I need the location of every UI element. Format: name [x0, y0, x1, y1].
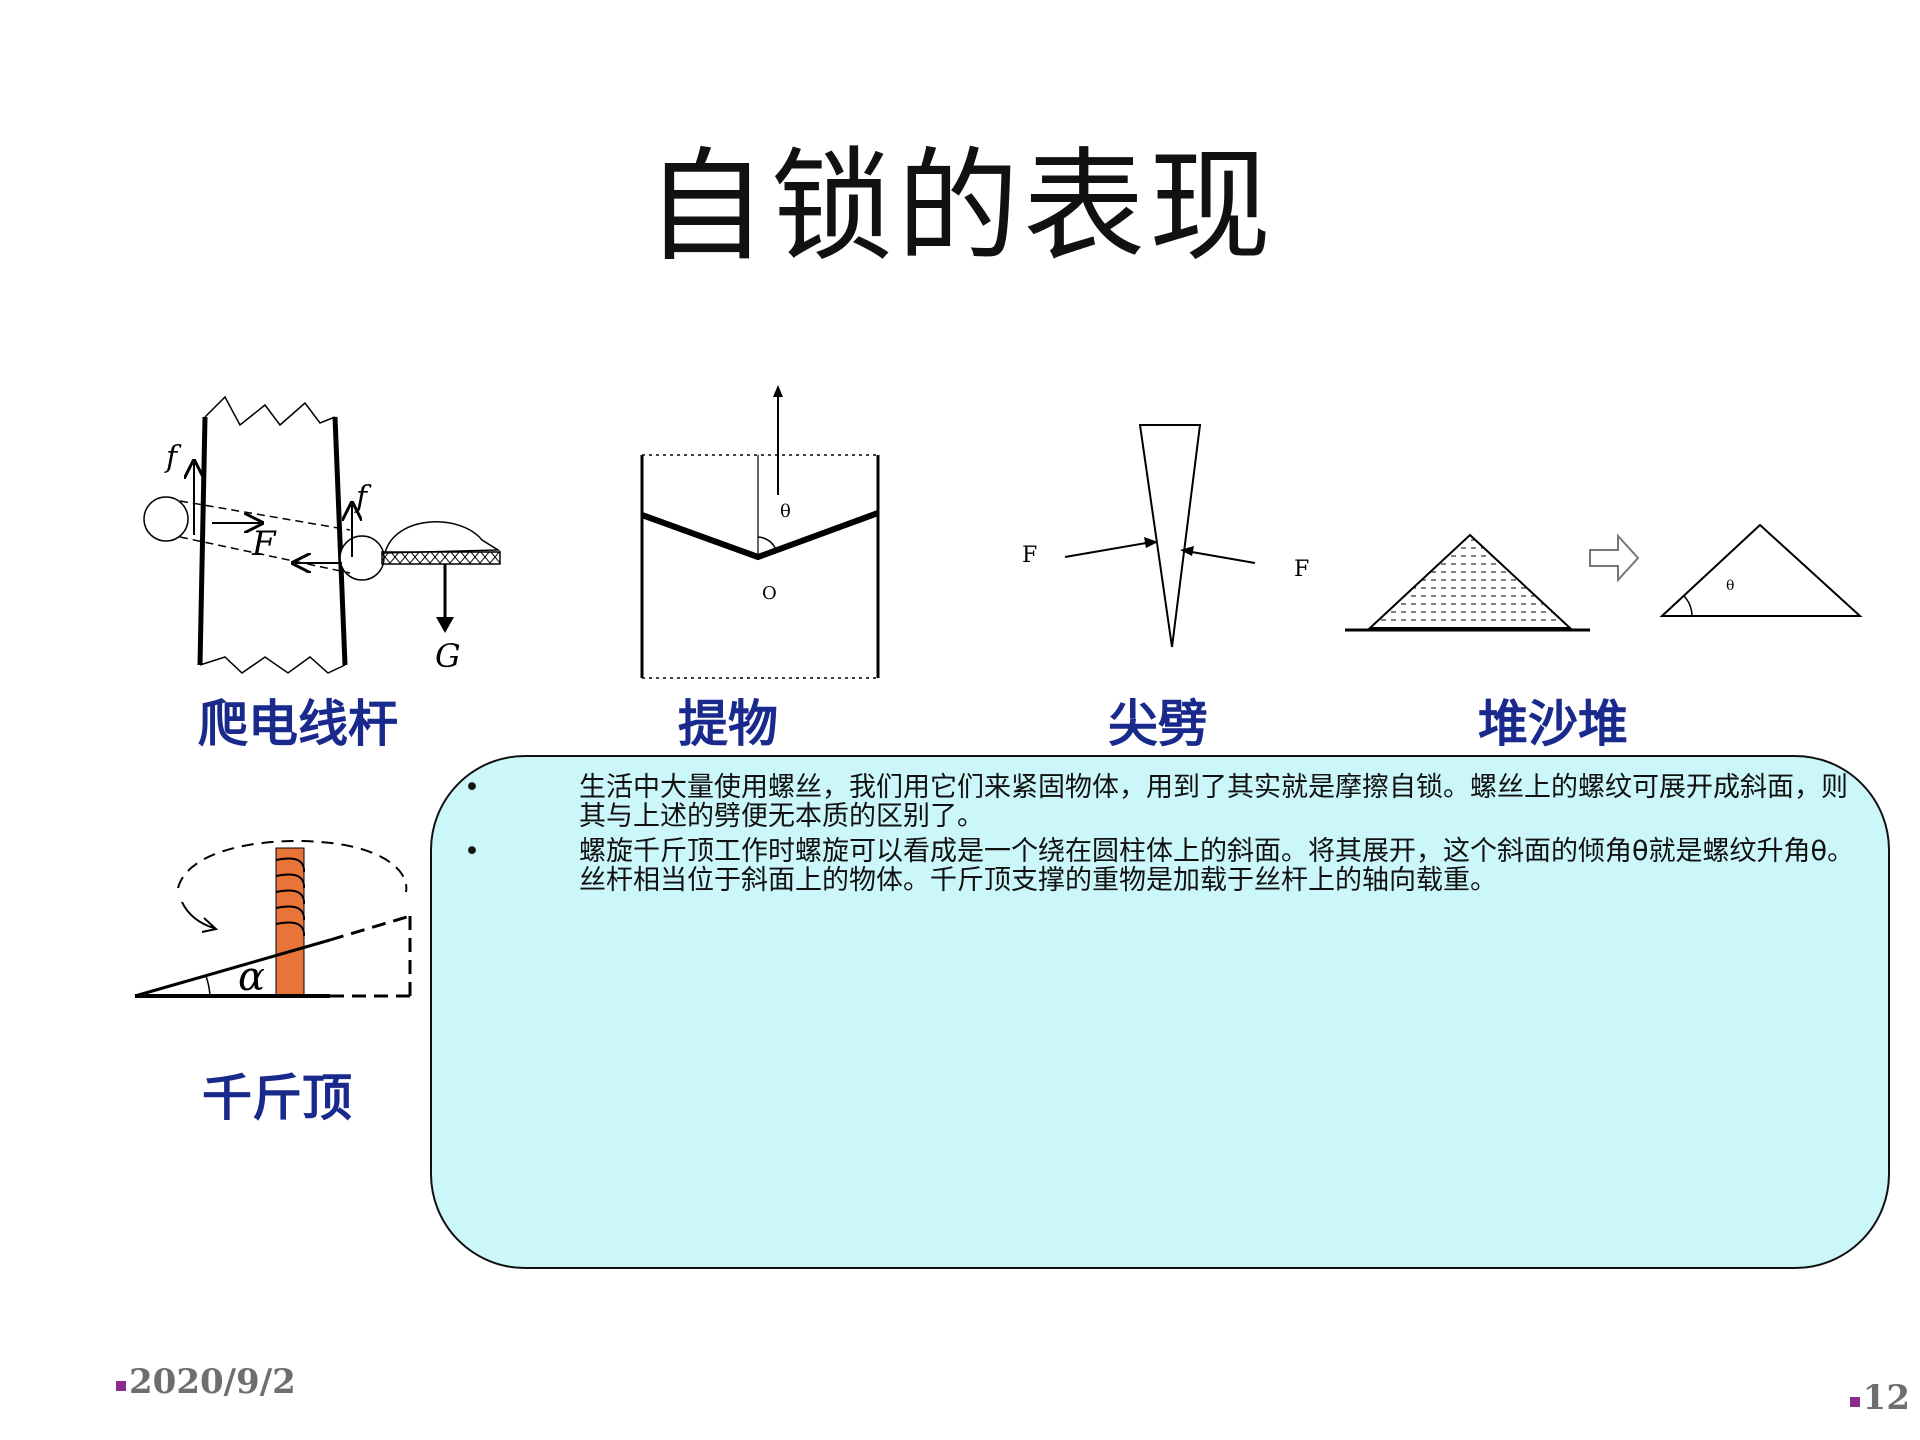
- load-tray: [381, 551, 501, 565]
- figure-jack: α: [134, 839, 412, 1000]
- bullet-list: • 生活中大量使用螺丝，我们用它们来紧固物体，用到了其实就是摩擦自锁。螺丝上的螺…: [464, 773, 1870, 901]
- label-f-left: f: [164, 440, 182, 475]
- footer-date: 2020/9/2: [116, 1362, 296, 1402]
- angle-arc: [757, 536, 777, 551]
- footer-square-icon: [116, 1381, 126, 1391]
- label-force: F: [251, 524, 277, 564]
- figure-lifting: θ O: [640, 385, 880, 679]
- figure-wedge: F: [1022, 424, 1256, 648]
- right-hand-circle: [339, 535, 385, 581]
- figure-sand-pile: θ: [1345, 523, 1863, 632]
- label-wedge-force-left: F: [1022, 543, 1037, 568]
- bullet-text-1: 生活中大量使用螺丝，我们用它们来紧固物体，用到了其实就是摩擦自锁。螺丝上的螺纹可…: [579, 772, 1848, 832]
- label-wedge-force-right-text: F: [1294, 557, 1309, 582]
- wedge-shape: [1138, 424, 1202, 648]
- bullet-item-1: • 生活中大量使用螺丝，我们用它们来紧固物体，用到了其实就是摩擦自锁。螺丝上的螺…: [464, 773, 1870, 831]
- caption-jack: 千斤顶: [202, 1069, 352, 1127]
- sand-pile-shape: [1367, 533, 1573, 629]
- pole-right-edge: [332, 416, 348, 666]
- bullet-dot-icon: •: [464, 836, 480, 867]
- bullet-dot-icon: •: [464, 772, 480, 803]
- bullet-item-2: • 螺旋千斤顶工作时螺旋可以看成是一个绕在圆柱体上的斜面。将其展开，这个斜面的倾…: [464, 837, 1870, 895]
- page-square-icon: [1849, 1397, 1860, 1407]
- page-number-text: 12: [1862, 1378, 1910, 1418]
- hanging-cord: [640, 510, 880, 561]
- pole-bottom-break: [199, 656, 346, 674]
- slope-triangle: [1659, 523, 1863, 617]
- transform-arrow: [1589, 533, 1640, 583]
- load-sack: [384, 521, 501, 554]
- caption-wedge: 尖劈: [1108, 695, 1208, 753]
- label-slope-angle: θ: [1726, 578, 1734, 594]
- weight-arrowhead: [436, 617, 454, 633]
- caption-lifting: 提物: [678, 695, 778, 753]
- caption-climbing-pole: 爬电线杆: [198, 695, 398, 753]
- incline-dashed: [329, 914, 411, 942]
- label-theta: θ: [780, 501, 791, 522]
- bullet-text-2: 螺旋千斤顶工作时螺旋可以看成是一个绕在圆柱体上的斜面。将其展开，这个斜面的倾角θ…: [579, 836, 1855, 896]
- body-line-bottom: [179, 536, 351, 574]
- page-number: 12: [1849, 1378, 1910, 1418]
- wedge-force-left: [1064, 541, 1153, 558]
- slope-angle-arc: [1683, 595, 1693, 617]
- rotation-ellipse: [177, 839, 408, 893]
- pole-top-break: [204, 395, 336, 427]
- screw-thread: [275, 857, 306, 937]
- body-line-top: [179, 500, 351, 531]
- info-box: • 生活中大量使用螺丝，我们用它们来紧固物体，用到了其实就是摩擦自锁。螺丝上的螺…: [430, 755, 1890, 1269]
- slide-title: 自锁的表现: [645, 136, 1275, 278]
- figure-climbing-pole: f f F G: [143, 395, 501, 675]
- left-hand-circle: [143, 496, 189, 542]
- pull-arrowhead: [773, 385, 783, 397]
- wedge-arrowhead-right: [1180, 546, 1194, 556]
- label-origin: O: [762, 583, 777, 604]
- incline-solid: [134, 938, 331, 998]
- incline-angle-arc: [205, 975, 211, 997]
- footer-date-text: 2020/9/2: [129, 1362, 296, 1402]
- wedge-arrowhead-left: [1144, 537, 1158, 548]
- wedge-force-right: [1185, 550, 1256, 564]
- label-alpha: α: [238, 954, 265, 1000]
- label-f-right: f: [354, 480, 372, 515]
- rotation-arrowhead: [201, 917, 219, 933]
- label-weight: G: [435, 637, 461, 675]
- wedge-right-label: F: [1294, 557, 1309, 582]
- caption-sand-pile: 堆沙堆: [1478, 695, 1628, 753]
- rotation-arrow: [181, 901, 215, 929]
- pole-left-edge: [197, 416, 208, 666]
